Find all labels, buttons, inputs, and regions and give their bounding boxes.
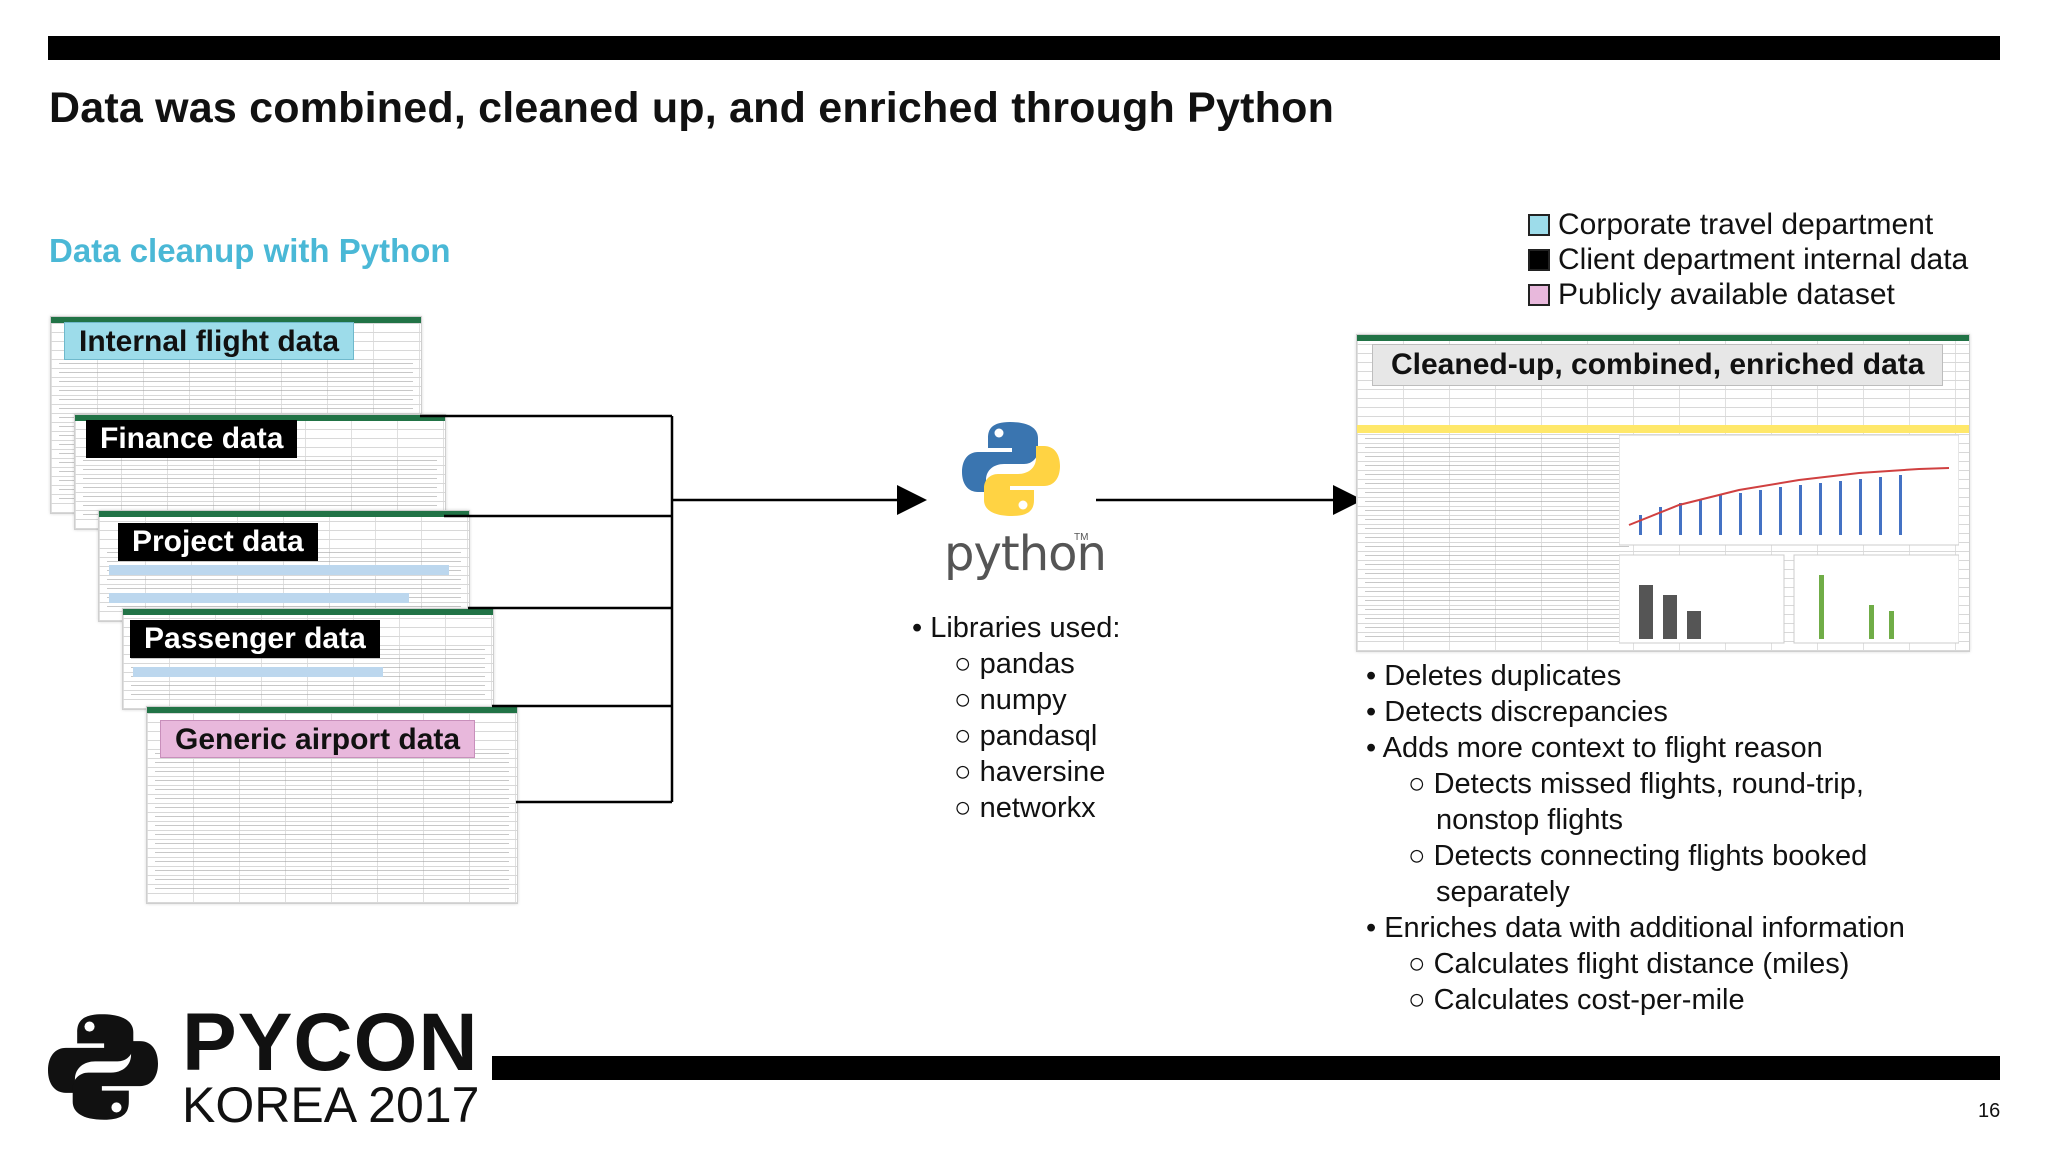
legend-label: Client department internal data [1558,243,1969,276]
legend-label: Publicly available dataset [1558,278,1895,311]
library-item: ○ numpy [954,684,1067,716]
legend-item-public: Publicly available dataset [1528,278,1895,312]
page-number: 16 [1978,1100,2001,1122]
slide-subtitle: Data cleanup with Python [49,232,451,269]
library-item: ○ pandasql [954,720,1098,752]
feature-subitem: ○ Calculates cost-per-mile [1408,984,1745,1016]
label-finance: Finance data [86,420,298,458]
feature-item: • Adds more context to flight reason [1366,732,1823,764]
legend-item-client: Client department internal data [1528,243,1968,277]
feature-subitem: ○ Calculates flight distance (miles) [1408,948,1850,980]
slide-title: Data was combined, cleaned up, and enric… [49,84,1335,132]
feature-item: • Detects discrepancies [1366,696,1668,728]
feature-subitem: ○ Detects missed flights, round-trip, [1408,768,1864,800]
label-project: Project data [118,523,318,561]
libraries-list: • Libraries used: ○ pandas ○ numpy ○ pan… [912,610,1120,826]
feature-item: • Enriches data with additional informat… [1366,912,1905,944]
libraries-heading: • Libraries used: [912,612,1121,644]
feature-subitem-continued: nonstop flights [1436,804,1624,836]
feature-item: • Deletes duplicates [1366,660,1622,692]
label-result: Cleaned-up, combined, enriched data [1372,344,1944,386]
legend-item-corporate: Corporate travel department [1528,208,1933,242]
feature-subitem-continued: separately [1436,876,1570,908]
result-chart-thumbnails [1619,435,1959,644]
label-passenger: Passenger data [130,620,380,658]
features-list: • Deletes duplicates • Detects discrepan… [1366,658,1905,1018]
library-item: ○ haversine [954,756,1106,788]
legend-swatch [1528,214,1550,236]
top-bar [48,36,2000,60]
korea-2017-wordmark: KOREA 2017 [182,1077,480,1133]
sheet-generic-airport [146,706,518,904]
bottom-bar [492,1056,2000,1080]
legend-swatch [1528,284,1550,306]
label-generic-airport: Generic airport data [160,720,476,758]
library-item: ○ pandas [954,648,1075,680]
pycon-snake-logo-icon [48,1014,158,1120]
pycon-wordmark: PYCON [182,997,479,1088]
python-trademark: TM [1074,532,1089,543]
library-item: ○ networkx [954,792,1096,824]
python-logo-icon [962,422,1060,516]
sheet-result [1356,334,1970,652]
feature-subitem: ○ Detects connecting flights booked [1408,840,1868,872]
python-wordmark: python [944,526,1107,582]
label-internal-flight: Internal flight data [64,322,355,360]
legend-label: Corporate travel department [1558,208,1934,241]
legend-swatch [1528,249,1550,271]
